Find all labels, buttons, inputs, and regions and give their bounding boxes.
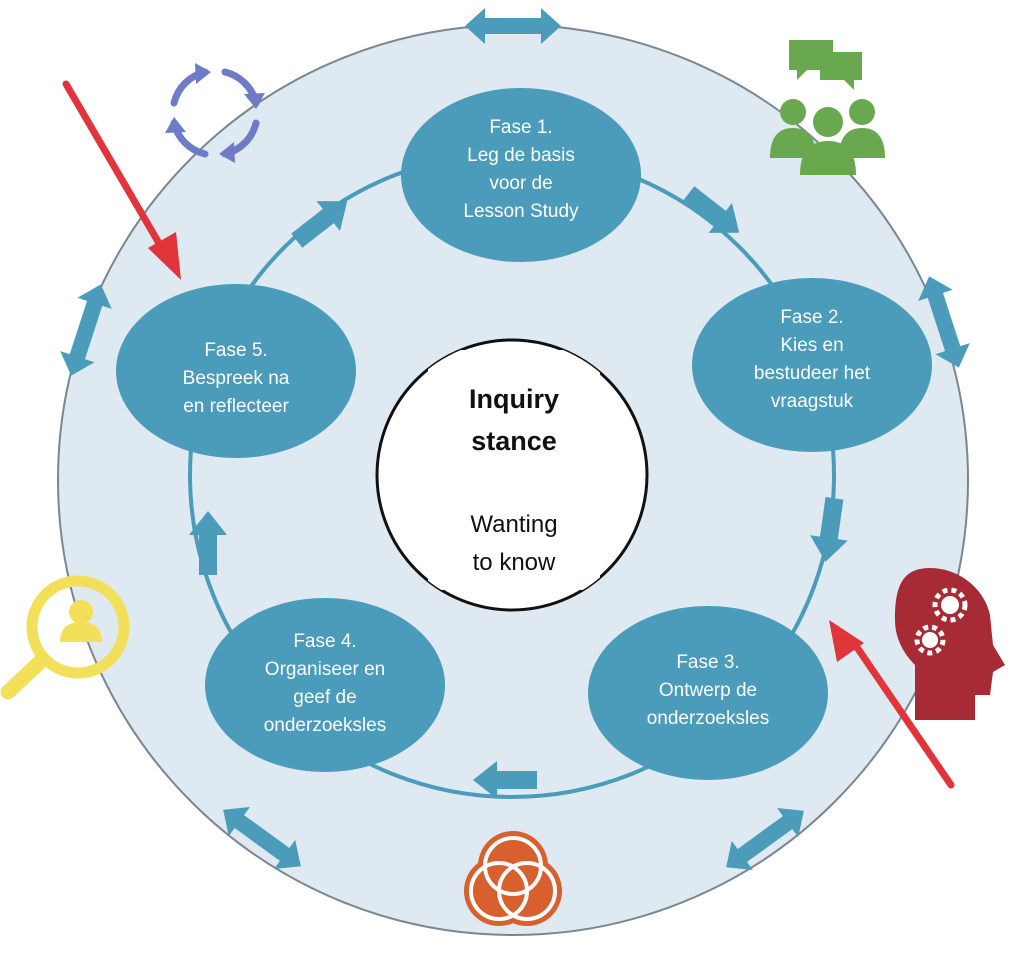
phase-2-line-4: vraagstuk (771, 391, 854, 412)
cycle-arrow-1 (291, 201, 348, 248)
people-chat-icon (770, 40, 885, 175)
outer-double-arrow-2 (918, 276, 970, 368)
center-title-line-1: Inquiry (469, 384, 559, 414)
phase-4-line-1: Fase 4. (293, 631, 356, 652)
interlocking-rings-icon (464, 831, 562, 926)
phase-5-line-1: Fase 5. (204, 340, 267, 361)
red-arrow-bottom-right (829, 620, 955, 789)
outer-double-arrow-1 (465, 8, 561, 44)
phase-5-line-2: Bespreek na (183, 368, 290, 389)
cycle-icon (165, 63, 265, 163)
phase-1-line-3: voor de (489, 173, 552, 194)
outer-double-arrows (60, 8, 970, 871)
cycle-arrow-4 (473, 761, 537, 799)
center-circle: Inquiry stance Wanting to know (375, 338, 649, 612)
phase-2-line-2: Kies en (780, 335, 843, 356)
phase-1: Fase 1. Leg de basis voor de Lesson Stud… (401, 88, 641, 262)
outer-double-arrow-5 (60, 284, 112, 376)
outer-double-arrow-4 (223, 806, 301, 870)
outer-double-arrow-3 (726, 807, 804, 871)
center-title-line-2: stance (471, 426, 557, 456)
phase-3: Fase 3. Ontwerp de onderzoeksles (588, 606, 828, 780)
center-subtitle-line-2: to know (473, 549, 556, 576)
phase-4: Fase 4. Organiseer en geef de onderzoeks… (205, 598, 445, 772)
cycle-arrows (189, 186, 848, 799)
phase-1-line-2: Leg de basis (467, 145, 575, 166)
phase-3-line-3: onderzoeksles (647, 708, 770, 729)
magnifier-person-icon (0, 575, 130, 700)
phase-2-line-3: bestudeer het (754, 363, 871, 384)
phase-1-line-1: Fase 1. (489, 117, 552, 138)
phase-4-line-2: Organiseer en (265, 659, 385, 680)
phase-2: Fase 2. Kies en bestudeer het vraagstuk (692, 278, 932, 452)
phase-5-line-3: en reflecteer (183, 396, 289, 417)
red-arrow-top-left (62, 80, 181, 280)
phase-5: Fase 5. Bespreek na en reflecteer (116, 284, 356, 458)
cycle-arrow-3 (810, 497, 848, 562)
phase-2-line-1: Fase 2. (780, 307, 843, 328)
phase-4-line-3: geef de (293, 687, 356, 708)
head-gears-icon (895, 568, 1005, 720)
phase-4-line-4: onderzoeksles (264, 715, 387, 736)
cycle-arrow-2 (683, 186, 740, 233)
phase-1-line-4: Lesson Study (463, 201, 579, 222)
cycle-arrow-5 (189, 511, 227, 575)
phase-3-line-1: Fase 3. (676, 652, 739, 673)
phase-3-line-2: Ontwerp de (659, 680, 757, 701)
center-subtitle-line-1: Wanting (470, 511, 557, 538)
